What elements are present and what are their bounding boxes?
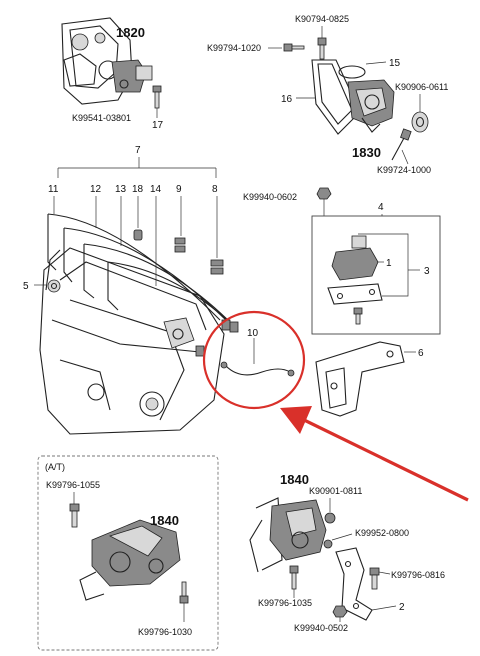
part-number-k90906-0611: K90906-0611: [395, 82, 448, 92]
callout-1: 1: [386, 258, 392, 269]
highlighted-wire-10: [202, 310, 306, 410]
at-label: (A/T): [45, 462, 65, 472]
callout-4: 4: [378, 202, 384, 213]
part-number-k99940-0602: K99940-0602: [243, 192, 297, 202]
bolt-top-left: [283, 43, 305, 52]
callout-15: 15: [389, 58, 401, 69]
washer-k90906-0611: [411, 111, 429, 133]
callout-13: 13: [115, 184, 127, 195]
clamp-9: [174, 237, 186, 253]
clamp-8: [210, 259, 224, 275]
part-number-k99796-1055: K99796-1055: [46, 480, 100, 490]
callout-9: 9: [176, 184, 182, 195]
spark-plug-wire-11: [47, 213, 221, 321]
callout-18: 18: [132, 184, 144, 195]
starter-at-1840: [79, 519, 181, 601]
assembly-box-4: [311, 215, 441, 335]
callout-12: 12: [90, 184, 102, 195]
nut-k99940-0602: [316, 187, 332, 200]
part-number-k99940-0502: K99940-0502: [294, 623, 348, 633]
callout-17: 17: [152, 120, 164, 131]
washer-k99952-0800: [323, 539, 333, 549]
callout-10: 10: [247, 328, 259, 339]
bolt-in-box: [353, 307, 363, 325]
part-number-k99794-1020: K99794-1020: [207, 43, 261, 53]
bolt-k99796-1055: [69, 503, 80, 528]
sensor-1: [331, 235, 379, 281]
group-1840-label: 1840: [280, 472, 309, 487]
idle-air-valve-assembly: [61, 17, 153, 105]
callout-5: 5: [23, 281, 29, 292]
part-number-k99952-0800: K99952-0800: [355, 528, 409, 538]
bolt-k99796-1030: [179, 581, 189, 604]
starter-1840: [249, 497, 327, 573]
nut-k90901-0811: [324, 512, 336, 524]
valve-body-1830: [347, 79, 395, 133]
bolt-k99796-0816: [369, 567, 380, 590]
red-arrow: [280, 406, 469, 502]
bracket-bracket-3: [327, 283, 383, 305]
spark-plug-wire-12: [63, 227, 229, 323]
engine-block: [39, 247, 225, 435]
part-number-k99796-0816: K99796-0816: [391, 570, 445, 580]
bolt-top: [317, 37, 327, 60]
group-1840-at-label: 1840: [150, 513, 179, 528]
callout-2: 2: [399, 602, 405, 613]
group-1830-label: 1830: [352, 145, 381, 160]
spark-plug-wire-14: [107, 261, 239, 331]
wire-boots: [195, 319, 239, 357]
plug-5: [47, 279, 61, 293]
part-number-k90794-0825: K90794-0825: [295, 14, 349, 24]
callout-11: 11: [48, 184, 59, 195]
bolt-long-k99724-1000: [391, 128, 412, 161]
callout-7: 7: [135, 145, 141, 156]
bolt-k99796-1035: [289, 565, 299, 590]
clip-18: [133, 229, 143, 241]
part-number-k99796-1030: K99796-1030: [138, 627, 192, 637]
callout-3: 3: [424, 266, 430, 277]
nut-k99940-0502: [332, 605, 348, 618]
spark-plug-wire-13: [83, 243, 235, 327]
at-variant-box: [37, 455, 219, 651]
callout-16: 16: [281, 94, 293, 105]
callout-8: 8: [212, 184, 218, 195]
part-number-k90901-0811: K90901-0811: [309, 486, 362, 496]
gasket-16: [311, 59, 361, 135]
group-1820-label: 1820: [116, 25, 145, 40]
part-number-k99724-1000: K99724-1000: [377, 165, 431, 175]
part-number-k99796-1035: K99796-1035: [258, 598, 312, 608]
mount-bracket-6: [315, 341, 405, 417]
callout-14: 14: [150, 184, 162, 195]
o-ring-15: [338, 65, 366, 79]
part-number-k99541-03801: K99541-03801: [72, 113, 131, 123]
callout-6: 6: [418, 348, 424, 359]
bolt-17: [152, 85, 162, 109]
